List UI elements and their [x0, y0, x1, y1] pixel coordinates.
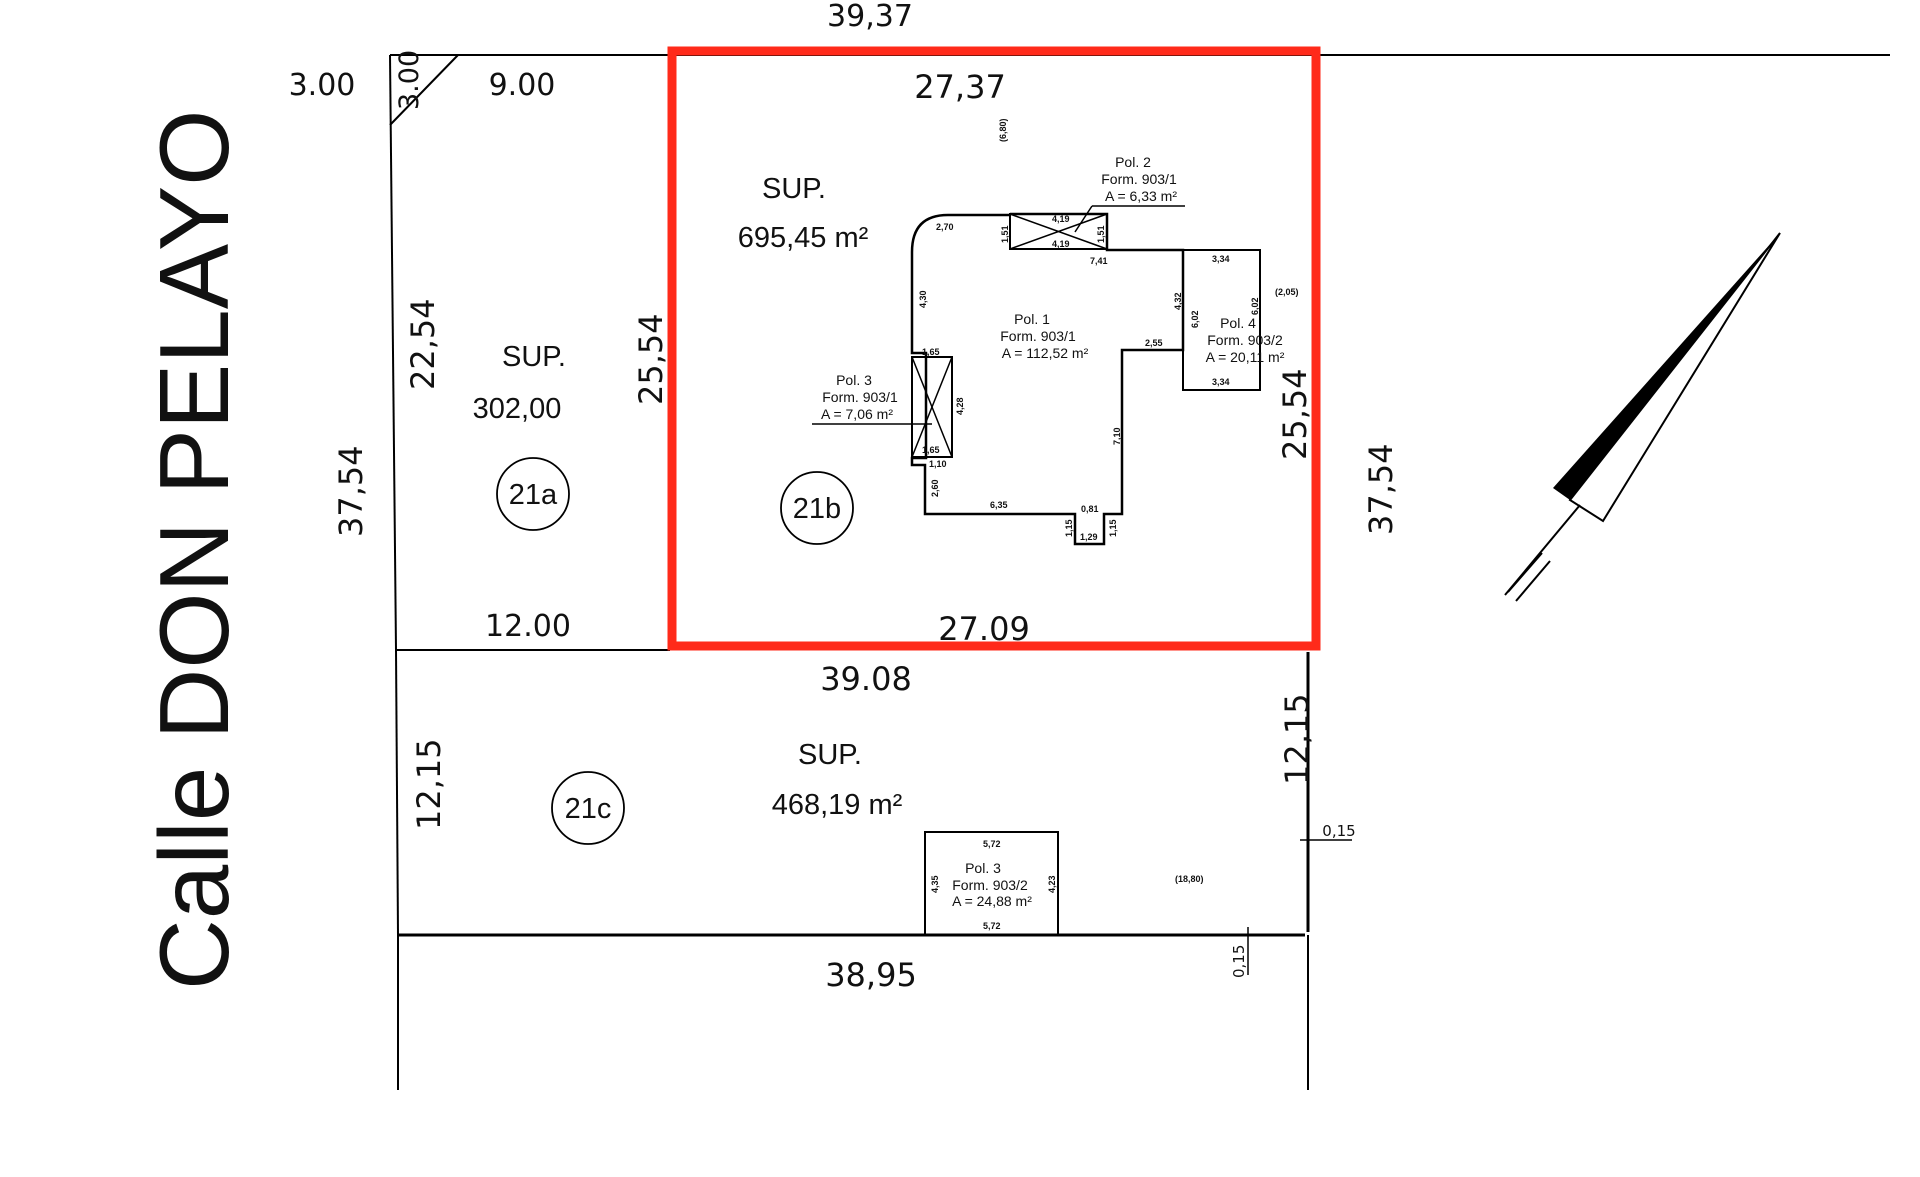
lot21b-highlight-frame [667, 46, 1321, 651]
north-arrow-icon [1504, 232, 1781, 602]
dim-lot21c-right: 12,15 [1278, 693, 1316, 785]
dim-18-80: (18,80) [1175, 874, 1204, 884]
dim-lot21c-left: 12,15 [410, 738, 448, 830]
dim-1-65-top: 1,65 [922, 347, 940, 357]
dim-offset-right: 0,15 [1322, 822, 1355, 840]
dim-3-34-bottom: 3,34 [1212, 377, 1230, 387]
dim-2-60: 2,60 [930, 479, 940, 497]
pol4-form: Form. 903/2 [1207, 332, 1283, 348]
dim-lot21a-left: 22,54 [404, 298, 442, 390]
pol3-21b-label: Pol. 3 Form. 903/1 A = 7,06 m² [821, 372, 898, 422]
pol2-rect [1009, 213, 1108, 250]
dim-2-55: 2,55 [1145, 338, 1163, 348]
lot21a-area: 302,00 [473, 393, 562, 425]
dim-4-28: 4,28 [955, 397, 965, 415]
lot21b-id: 21b [793, 493, 841, 525]
pol3-21c-form: Form. 903/2 [952, 877, 1028, 893]
pol2-form: Form. 903/1 [1101, 171, 1177, 187]
building-dimensions: 2,70 4,19 4,19 1,51 1,51 7,41 3,34 3,34 … [918, 118, 1299, 931]
dim-1-29: 1,29 [1080, 532, 1098, 542]
dim-4-30: 4,30 [918, 290, 928, 308]
pol3-21b-rect [911, 356, 953, 458]
dim-lot21b-left: 25,54 [632, 313, 670, 405]
pol4-rect [1182, 249, 1261, 391]
dim-2-70: 2,70 [936, 222, 954, 232]
pol3-21b-area: A = 7,06 m² [821, 406, 893, 422]
dim-6-02-left: 6,02 [1190, 310, 1200, 328]
lot21a-id: 21a [509, 479, 558, 511]
dim-top-total: 39,37 [827, 0, 913, 34]
pol1-label: Pol. 1 Form. 903/1 A = 112,52 m² [1000, 311, 1088, 361]
lot21c-area: 468,19 m² [772, 789, 903, 821]
dim-6-80: (6,80) [998, 118, 1008, 142]
pol3-21b-form: Form. 903/1 [822, 389, 898, 405]
pol4-name: Pol. 4 [1220, 315, 1256, 331]
dim-4-23: 4,23 [1047, 875, 1057, 893]
dim-6-35: 6,35 [990, 500, 1008, 510]
lot21a-sup-label: SUP. [502, 341, 566, 373]
dim-lot21a-top: 9.00 [489, 68, 556, 103]
lot21b-area: 695,45 m² [738, 222, 869, 254]
lot21b-circle [780, 471, 854, 545]
pol1-form: Form. 903/1 [1000, 328, 1076, 344]
lot21a-left-line [389, 54, 397, 651]
pol2-label: Pol. 2 Form. 903/1 A = 6,33 m² [1101, 154, 1177, 204]
pol3-21c-rect [924, 831, 1059, 936]
dim-2-05: (2,05) [1275, 287, 1299, 297]
dim-5-72-top: 5,72 [983, 839, 1001, 849]
dim-bottom-total: 38,95 [825, 956, 917, 994]
lot21c-circle [551, 771, 625, 845]
dim-chamfer-vertical: 3.00 [394, 50, 425, 110]
dim-side-right-total: 37,54 [1362, 443, 1400, 535]
dim-lot21b-top: 27,37 [914, 68, 1006, 106]
dim-1-65-bottom: 1,65 [922, 445, 940, 455]
lot21c-left-line [395, 649, 399, 936]
dim-offset-bottom: 0,15 [1230, 945, 1248, 978]
chamfer-line [389, 54, 459, 126]
dim-1-51-right: 1,51 [1096, 225, 1106, 243]
lot-boundaries [389, 54, 1890, 1090]
dim-7-10: 7,10 [1112, 427, 1122, 445]
pol3-21c-name: Pol. 3 [965, 860, 1001, 876]
dim-5-72-bottom: 5,72 [983, 921, 1001, 931]
lot21c-sup-label: SUP. [798, 739, 862, 771]
dim-4-35: 4,35 [930, 875, 940, 893]
dim-chamfer-left: 3.00 [289, 68, 356, 103]
dim-3-34-top: 3,34 [1212, 254, 1230, 264]
pol3-21b-name: Pol. 3 [836, 372, 872, 388]
dim-7-41: 7,41 [1090, 256, 1108, 266]
pol4-area: A = 20,11 m² [1206, 349, 1285, 365]
dim-4-19-top: 4,19 [1052, 214, 1070, 224]
dim-6-02-right: 6,02 [1250, 297, 1260, 315]
street-name: Calle DON PELAYO [139, 110, 249, 990]
dim-0-81: 0,81 [1081, 504, 1099, 514]
dim-side-left-total: 37,54 [332, 445, 370, 537]
dim-1-15-right: 1,15 [1108, 519, 1118, 537]
pol3-21c-label: Pol. 3 Form. 903/2 A = 24,88 m² [952, 860, 1032, 909]
pol4-label: Pol. 4 Form. 903/2 A = 20,11 m² [1206, 315, 1285, 365]
dim-lot21b-bottom: 27.09 [938, 610, 1030, 648]
dim-1-15-left: 1,15 [1064, 519, 1074, 537]
dim-4-19-bottom: 4,19 [1052, 239, 1070, 249]
pol1-name: Pol. 1 [1014, 311, 1050, 327]
pol3-21c-area: A = 24,88 m² [952, 893, 1032, 909]
dim-lot21a-bottom: 12.00 [485, 609, 571, 644]
dim-1-10: 1,10 [929, 459, 947, 469]
dim-1-51-left: 1,51 [1000, 225, 1010, 243]
lot21b-sup-label: SUP. [762, 173, 826, 205]
lot21c-id: 21c [565, 793, 612, 825]
building-footprint [812, 205, 1261, 936]
dim-lot21c-top: 39.08 [820, 660, 912, 698]
dim-4-32: 4,32 [1173, 292, 1183, 310]
pol2-area: A = 6,33 m² [1105, 188, 1177, 204]
dim-lot21b-right: 25,54 [1276, 368, 1314, 460]
pol1-area: A = 112,52 m² [1002, 345, 1089, 361]
pol2-name: Pol. 2 [1115, 154, 1151, 170]
lot21a-circle [496, 457, 570, 531]
